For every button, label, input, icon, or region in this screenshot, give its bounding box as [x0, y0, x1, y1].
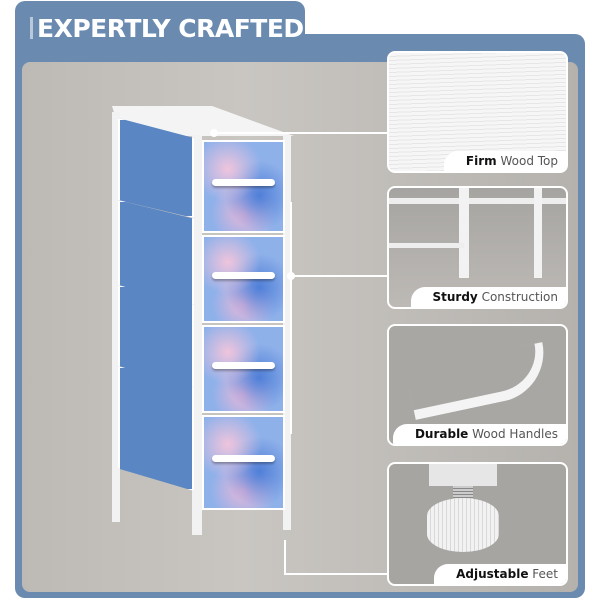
drawer[interactable]	[202, 415, 285, 510]
drawer[interactable]	[202, 140, 285, 233]
handle	[212, 362, 275, 370]
handle	[212, 179, 275, 187]
feature-panel-construction: Sturdy Construction	[387, 186, 568, 309]
foot-icon	[427, 498, 499, 552]
drawer[interactable]	[202, 325, 285, 413]
feature-panel-wood-top: Firm Wood Top	[387, 51, 568, 173]
handle	[212, 455, 275, 463]
feature-panel-handles: Durable Wood Handles	[387, 324, 568, 446]
handle-icon	[405, 341, 553, 421]
callout-line	[214, 132, 388, 134]
feature-panel-feet: Adjustable Feet	[387, 462, 568, 586]
handle	[212, 272, 275, 280]
page-title: EXPERTLY CRAFTED	[30, 14, 304, 43]
drawer[interactable]	[202, 235, 285, 323]
